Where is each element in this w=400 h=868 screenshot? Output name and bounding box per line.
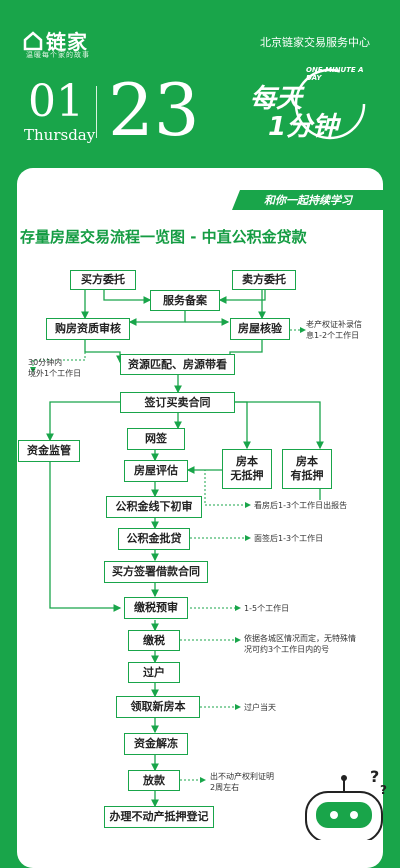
step-fund-release: 资金解冻 bbox=[124, 733, 188, 755]
step-service-record: 服务备案 bbox=[150, 290, 220, 311]
every-day-text: 每天 bbox=[250, 84, 303, 114]
house-icon bbox=[23, 30, 43, 50]
brand-slogan: 温暖每个家的故事 bbox=[26, 51, 90, 59]
date-day: 23 bbox=[108, 68, 200, 152]
note-assess-time: 看房后1-3个工作日出报告 bbox=[254, 501, 348, 510]
note-tax-review-time: 1-5个工作日 bbox=[244, 604, 290, 613]
step-house-verify: 房屋核验 bbox=[230, 318, 290, 340]
service-center-name: 北京链家交易服务中心 bbox=[260, 36, 370, 49]
note-approve-time: 面签后1-3个工作日 bbox=[254, 534, 324, 543]
step-loan-approve: 公积金批贷 bbox=[118, 528, 190, 550]
one-minute-english: ONE MINUTE A DAY bbox=[306, 66, 364, 83]
note-verify-time: 老产权证补录信 息1-2个工作日 bbox=[306, 320, 362, 340]
step-fund-supervise: 资金监管 bbox=[18, 440, 80, 462]
step-tax-review: 缴税预审 bbox=[124, 597, 188, 619]
step-online-sign: 网签 bbox=[127, 428, 185, 450]
step-match-view: 资源匹配、房源带看 bbox=[120, 354, 235, 375]
note-disburse-time: 出不动产权利证明 2周左右 bbox=[210, 772, 274, 792]
step-buyer-entrust: 买方委托 bbox=[70, 270, 136, 290]
flow-connectors bbox=[30, 290, 324, 808]
step-disburse: 放款 bbox=[128, 770, 180, 791]
step-offline-review: 公积金线下初审 bbox=[106, 496, 202, 518]
step-transfer: 过户 bbox=[128, 662, 180, 683]
step-seller-entrust: 卖方委托 bbox=[232, 270, 296, 290]
svg-text:?: ? bbox=[370, 767, 379, 786]
brand-name: 链家 bbox=[46, 30, 88, 54]
step-with-mortgage: 房本 有抵押 bbox=[282, 449, 332, 489]
note-tax-time: 依据各城区情况而定，无特殊情 况可约3个工作日内的号 bbox=[244, 634, 356, 654]
tagline-banner: 和你一起持续学习 bbox=[232, 190, 384, 210]
step-loan-contract: 买方签署借款合同 bbox=[104, 561, 208, 583]
clock-icon bbox=[294, 68, 366, 140]
date-weekday: Thursday bbox=[24, 126, 96, 144]
brand-logo: 链家 bbox=[22, 26, 88, 55]
step-buyer-qualify: 购房资质审核 bbox=[46, 318, 130, 340]
step-house-assess: 房屋评估 bbox=[124, 460, 188, 482]
note-certificate-time: 过户当天 bbox=[244, 703, 276, 712]
one-minute-text: 1分钟 bbox=[268, 112, 339, 142]
date-month: 01 bbox=[28, 76, 84, 127]
note-qualify-time: 30分钟内 境外1个工作日 bbox=[28, 358, 82, 378]
svg-text:?: ? bbox=[380, 783, 387, 797]
step-sign-contract: 签订买卖合同 bbox=[120, 392, 235, 413]
step-no-mortgage: 房本 无抵押 bbox=[222, 449, 272, 489]
step-pay-tax: 缴税 bbox=[128, 630, 180, 651]
date-divider bbox=[96, 86, 97, 138]
robot-mascot-icon: ? ? bbox=[305, 767, 387, 840]
step-get-certificate: 领取新房本 bbox=[116, 696, 200, 718]
page-title: 存量房屋交易流程一览图 - 中直公积金贷款 bbox=[20, 228, 307, 246]
step-mortgage-register: 办理不动产抵押登记 bbox=[104, 806, 214, 828]
